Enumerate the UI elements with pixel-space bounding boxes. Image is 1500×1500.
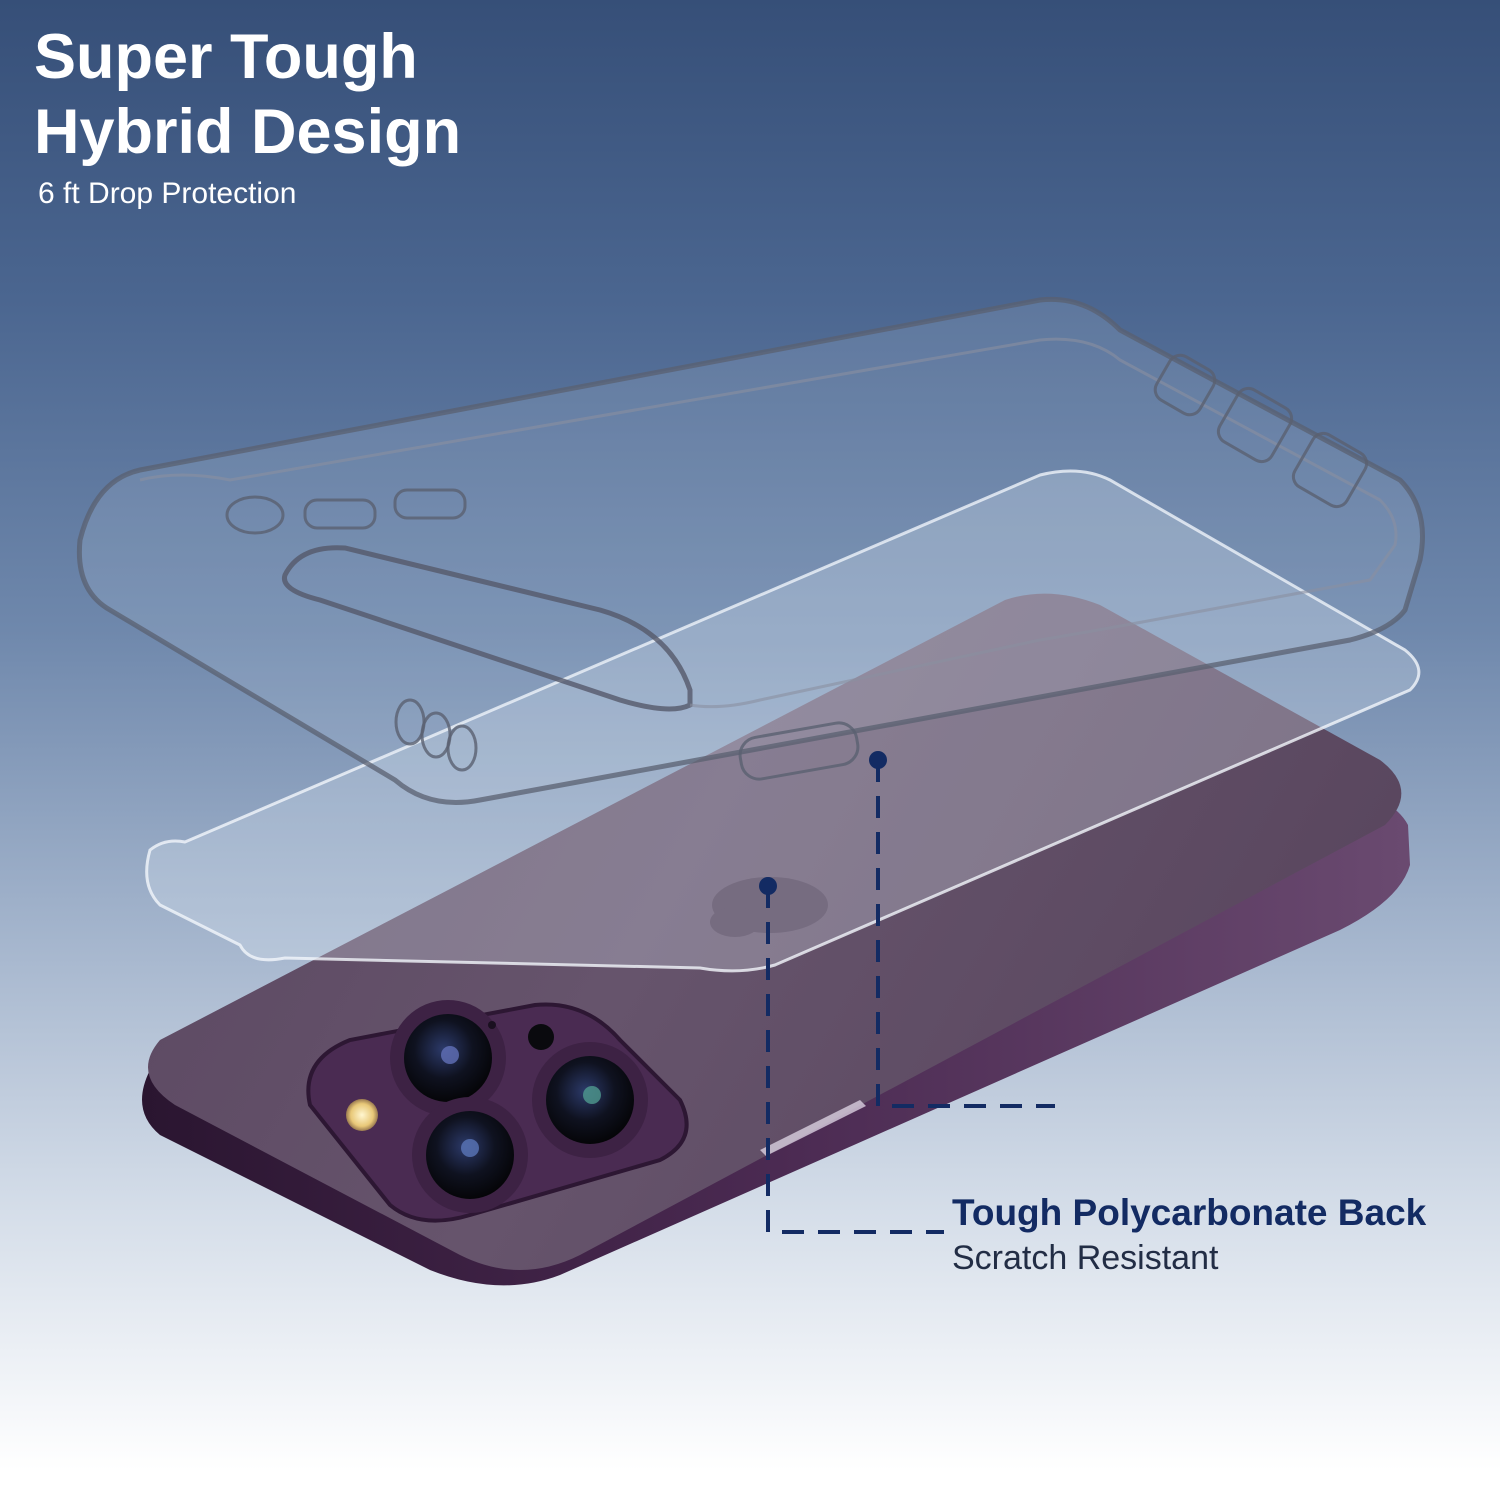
clear-back-plate	[145, 469, 1421, 973]
microphone-hole	[488, 1021, 496, 1029]
phone-side-button	[760, 1100, 866, 1156]
callout-title: Tough Polycarbonate Back	[952, 1192, 1427, 1233]
headline-subtitle: 6 ft Drop Protection	[38, 177, 297, 210]
camera-module	[306, 1000, 689, 1223]
clear-bumper-inner-opening	[281, 545, 693, 712]
clear-bumper-inner-rim	[139, 337, 1398, 709]
callout-dot-back-plate	[759, 877, 777, 895]
lidar-sensor	[528, 1024, 554, 1050]
camera-lens-right	[532, 1042, 648, 1158]
headline-line-1: Super Tough	[34, 22, 418, 92]
callout-dot-bumper	[869, 751, 887, 769]
camera-flash	[346, 1099, 378, 1131]
bumper-button-cutouts	[225, 353, 1369, 781]
camera-lens-top	[390, 1000, 506, 1116]
headline: Super Tough Hybrid Design	[34, 20, 461, 170]
callout-leader-lines	[766, 760, 1055, 1234]
headline-line-2: Hybrid Design	[34, 97, 462, 167]
callout-subtitle: Scratch Resistant	[952, 1239, 1219, 1277]
clear-bumper-frame	[76, 296, 1425, 805]
camera-lens-bottom	[412, 1097, 528, 1213]
